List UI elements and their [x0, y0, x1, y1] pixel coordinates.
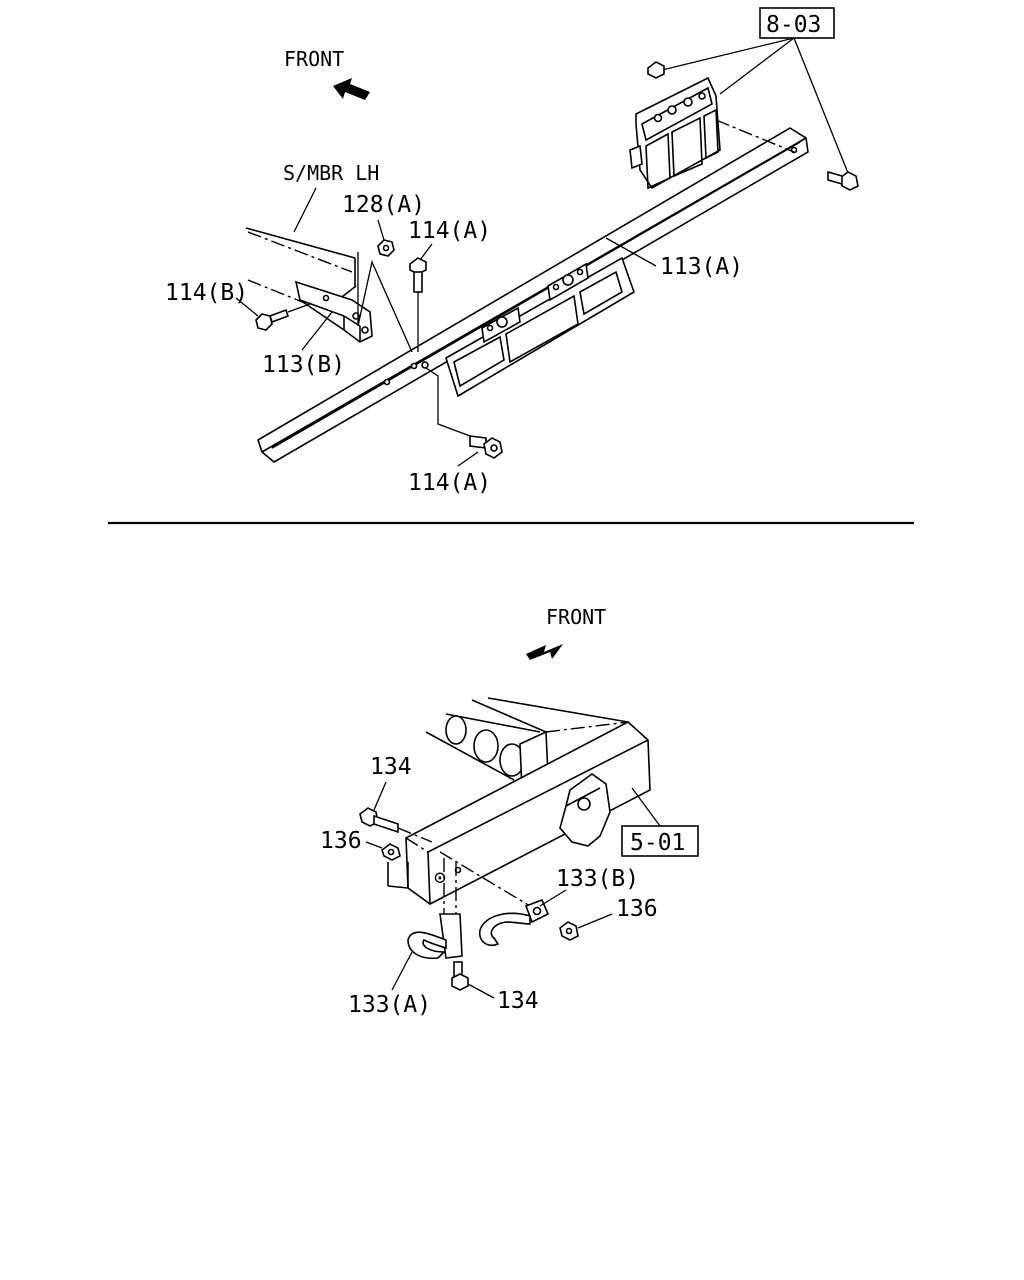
side-member-label: S/MBR LH [283, 161, 379, 185]
leader-128a [377, 219, 385, 241]
leader-114a-upper [419, 243, 433, 261]
bolt-134-lower [451, 961, 469, 991]
bolt-134-upper [359, 807, 433, 843]
callout-113b: 113(B) [262, 352, 345, 378]
leader-136-right [577, 913, 613, 929]
leader-133b [539, 889, 567, 907]
nut-128a [377, 239, 395, 257]
side-member-leader [293, 187, 317, 233]
front-arrow-top-icon [333, 78, 370, 100]
front-arrow-bottom-icon [526, 644, 563, 660]
callout-133a: 133(A) [348, 992, 431, 1018]
nut-136-left [381, 843, 401, 861]
module-bolt-upper [647, 61, 665, 79]
top-view: FRONT S/MBR LH [165, 7, 859, 496]
ref-box-5-01: 5-01 [621, 787, 699, 857]
bolt-114a-upper [409, 257, 427, 352]
callout-128a: 128(A) [342, 192, 425, 218]
nut-136-right [559, 921, 579, 941]
callout-136-right: 136 [616, 896, 658, 922]
bolt-114b [255, 303, 311, 331]
front-label-top: FRONT [284, 47, 344, 71]
leader-133a [391, 951, 413, 991]
front-label-bottom: FRONT [546, 605, 606, 629]
rail-panel [445, 256, 635, 398]
leader-134-upper [373, 781, 387, 811]
crossmember-mark: ⊙ [434, 865, 446, 889]
module-8-03 [629, 76, 795, 190]
leader-113b [301, 311, 333, 351]
ref-box-8-03: 8-03 [661, 7, 851, 179]
leader-113a [605, 237, 657, 267]
module-bolt-right [827, 170, 859, 191]
callout-113a: 113(A) [660, 254, 743, 280]
callout-114a-upper: 114(A) [408, 218, 491, 244]
dashline-114a-lower [425, 367, 471, 437]
callout-133b: 133(B) [556, 866, 639, 892]
dashline-128a [357, 252, 413, 353]
bolt-114a-lower [469, 435, 503, 459]
dashline-hook-b [439, 851, 531, 907]
callout-114b: 114(B) [165, 280, 248, 306]
hook-133a [407, 913, 463, 960]
ref-box-5-01-label: 5-01 [630, 830, 685, 856]
bottom-view: FRONT ⊙ [320, 605, 699, 1018]
leader-136-left [365, 841, 383, 849]
hook-133b [478, 898, 550, 946]
crossmember: ⊙ [387, 721, 651, 905]
callout-134-lower: 134 [497, 988, 539, 1014]
tow-bracket [559, 773, 611, 847]
ref-box-8-03-label: 8-03 [766, 12, 821, 38]
callout-134-upper: 134 [370, 754, 412, 780]
leader-114b [235, 297, 259, 317]
callout-136-left: 136 [320, 828, 362, 854]
rail-113a [257, 127, 809, 463]
leader-114a-lower [457, 451, 479, 467]
leader-134-lower [467, 983, 495, 999]
callout-114a-lower: 114(A) [408, 470, 491, 496]
